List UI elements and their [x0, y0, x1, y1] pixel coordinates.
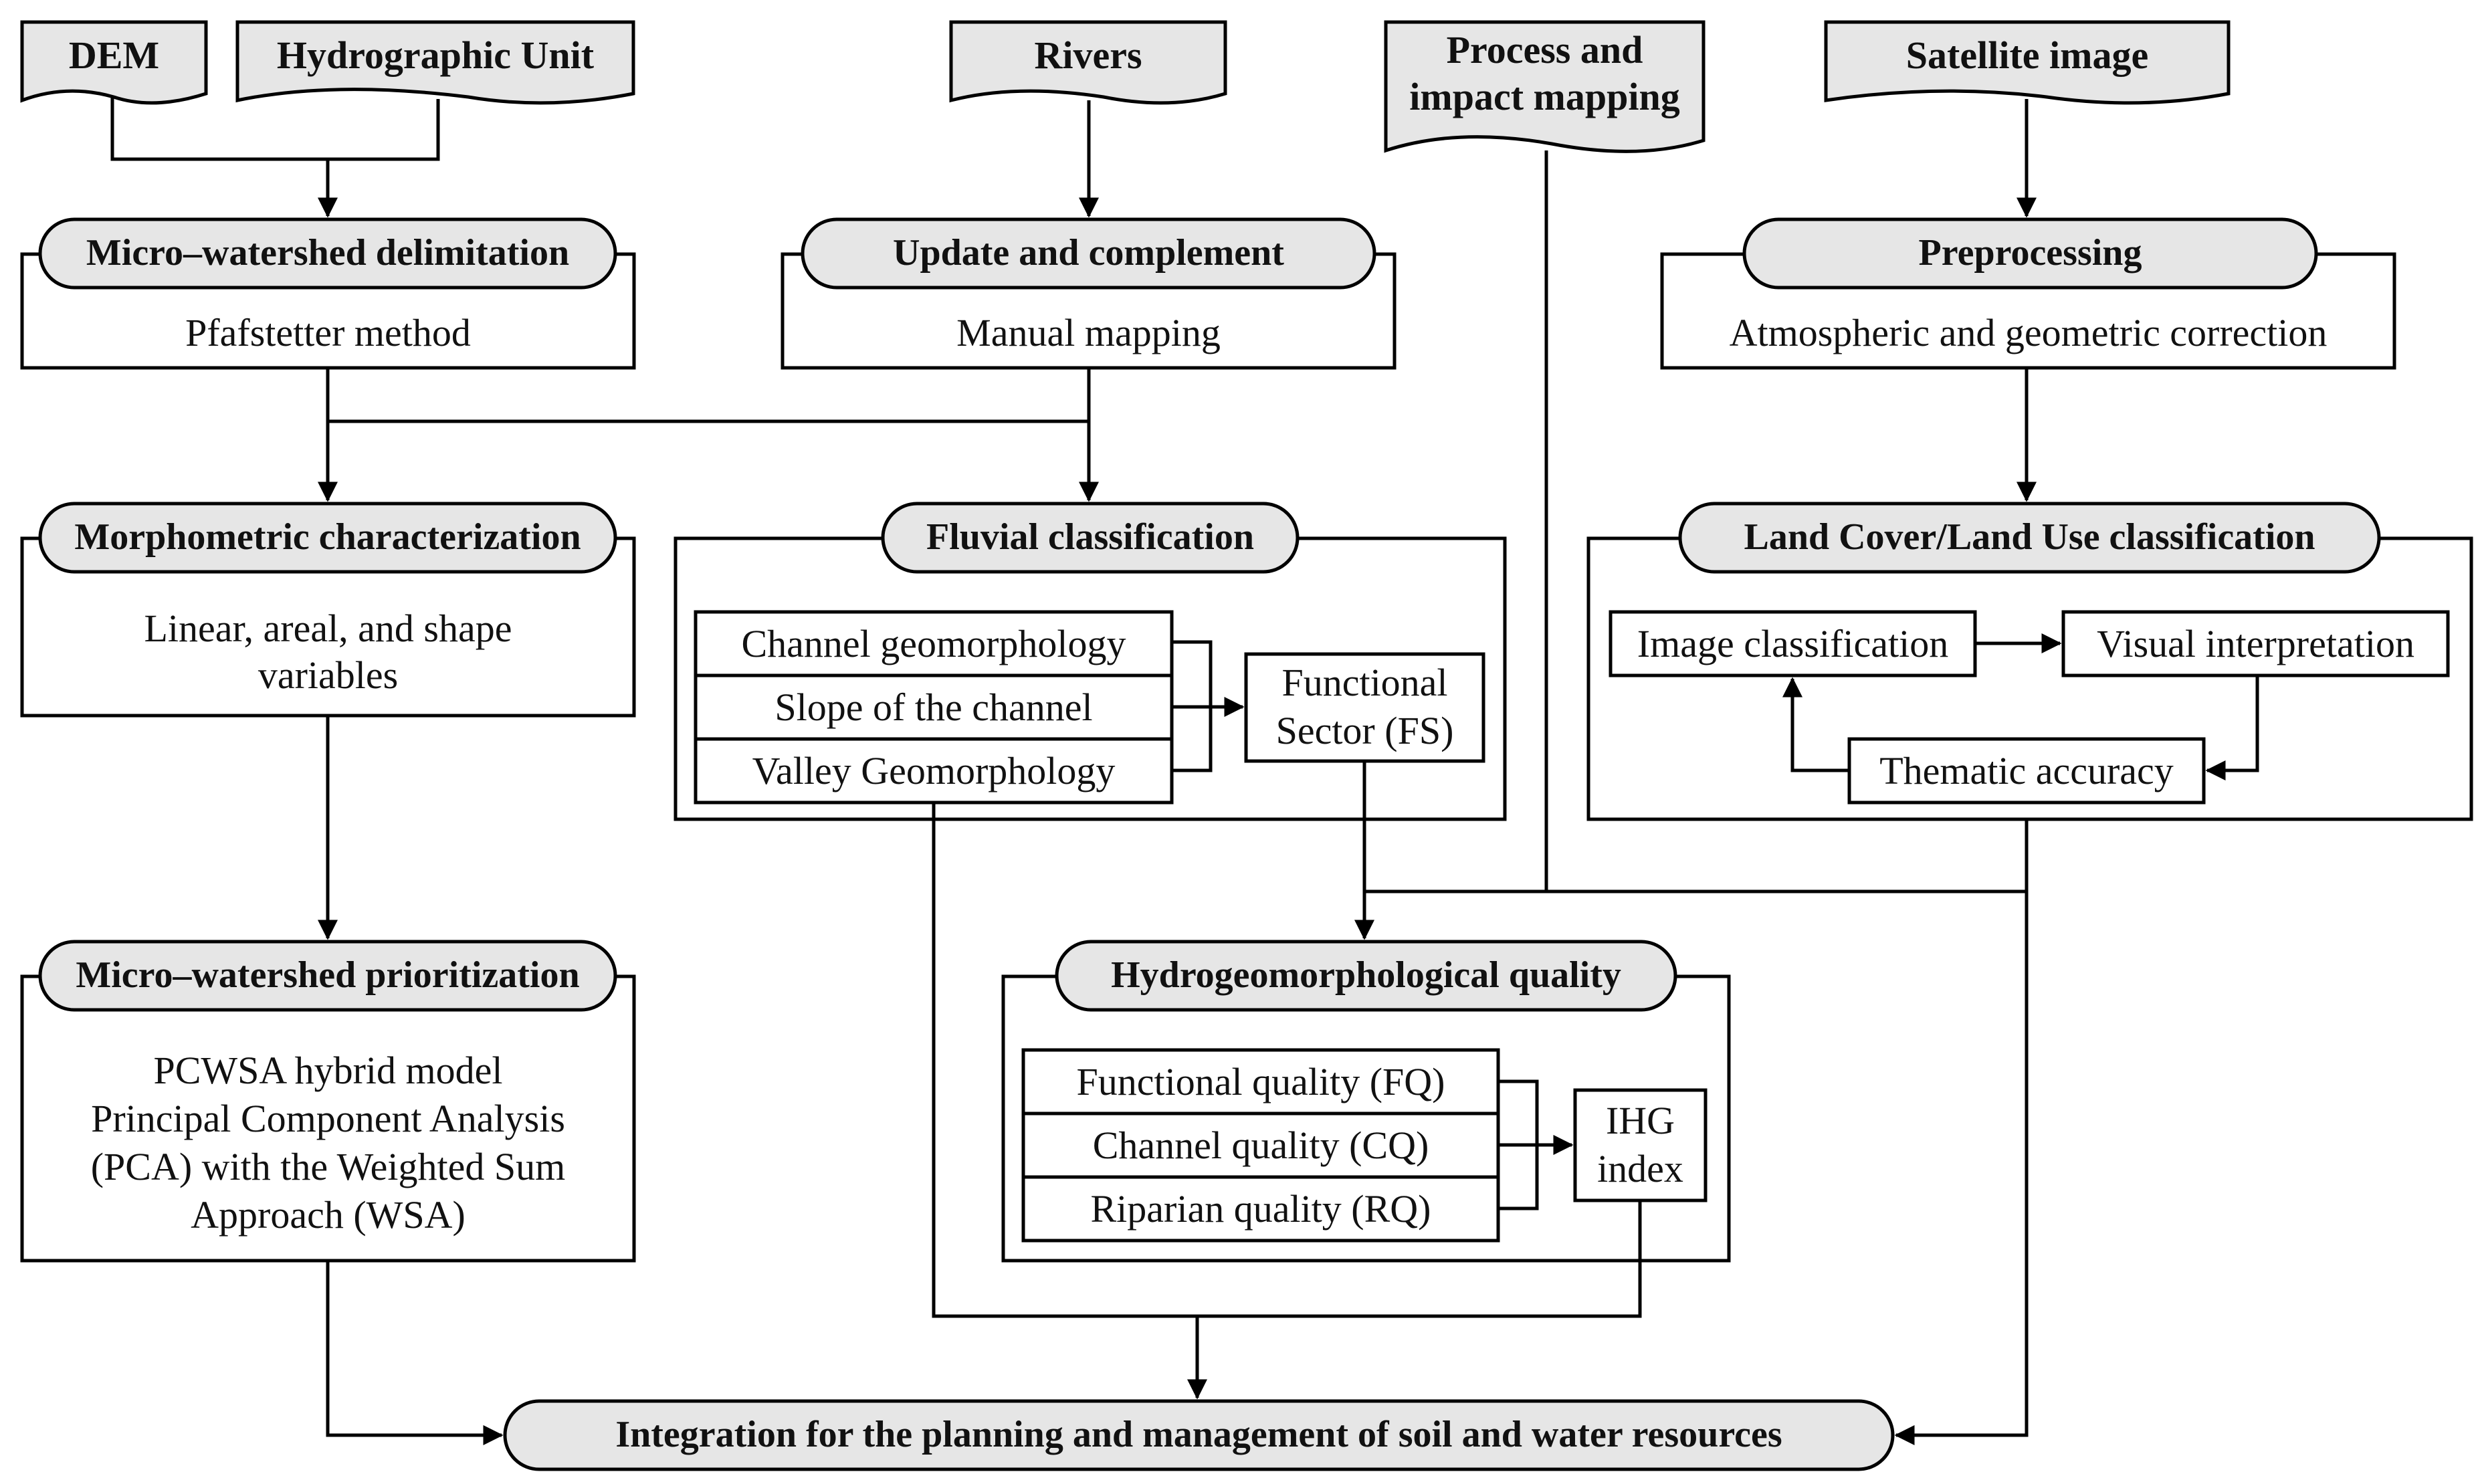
- morphometric-line-1: Linear, areal, and shape: [144, 607, 512, 651]
- update-title: Update and complement: [893, 232, 1284, 274]
- prioritization-line-3: (PCA) with the Weighted Sum: [90, 1145, 566, 1189]
- hydro-item-3: Riparian quality (RQ): [1090, 1186, 1431, 1231]
- prioritization-line-4: Approach (WSA): [191, 1193, 466, 1237]
- hydro-quality-pill: [1055, 940, 1677, 1012]
- morphometric-line-2: variables: [257, 653, 399, 698]
- input-satellite-label: Satellite image: [1905, 33, 2149, 77]
- input-process-label-2: impact mapping: [1409, 75, 1680, 119]
- morphometric-pill: [38, 502, 617, 574]
- functional-sector-box: [1244, 652, 1485, 763]
- arrow-thematic-to-image: [1782, 677, 1849, 772]
- input-hydrographic-unit-label: Hydrographic Unit: [276, 33, 595, 77]
- hydro-item-1: Functional quality (FQ): [1076, 1059, 1445, 1103]
- prioritization-line-2: Principal Component Analysis: [91, 1097, 565, 1141]
- morphometric-title: Morphometric characterization: [74, 516, 581, 558]
- connector-inputs-join: [110, 97, 440, 161]
- hydrographic-unit-doc-shape: [235, 20, 635, 105]
- input-dem-label: DEM: [68, 33, 160, 77]
- visual-interpretation-box: [2061, 610, 2450, 677]
- integration-title: Integration for the planning and managem…: [615, 1414, 1782, 1456]
- micro-delimitation-title: Micro–watershed delimitation: [86, 232, 570, 274]
- arrow-visual-to-thematic: [2205, 675, 2259, 780]
- integration-pill: [503, 1399, 1895, 1471]
- update-pill: [801, 217, 1376, 290]
- image-classification-label: Image classification: [1637, 621, 1949, 665]
- micro-delimitation-method: Pfafstetter method: [185, 310, 471, 354]
- process-doc-shape: [1384, 20, 1706, 153]
- thematic-accuracy-label: Thematic accuracy: [1879, 748, 2174, 792]
- preprocessing-pill: [1742, 217, 2318, 290]
- fluvial-item-box-2: [694, 673, 1174, 741]
- prioritization-box: [20, 974, 636, 1263]
- update-method: Manual mapping: [956, 310, 1221, 354]
- hydro-item-box-2: [1021, 1111, 1500, 1179]
- functional-sector-line-2: Sector (FS): [1275, 709, 1454, 753]
- input-process-label-1: Process and: [1446, 28, 1643, 72]
- hydro-item-2: Channel quality (CQ): [1092, 1123, 1429, 1167]
- functional-sector-line-1: Functional: [1281, 661, 1448, 705]
- preprocessing-title: Preprocessing: [1918, 232, 2142, 274]
- fluvial-title: Fluvial classification: [926, 516, 1254, 558]
- connector-delim-update-join: [326, 368, 1091, 423]
- arrow-landcover-integration: [1894, 891, 2029, 1445]
- connector-valley-ihg: [932, 803, 1642, 1318]
- fluvial-item-3: Valley Geomorphology: [752, 748, 1116, 792]
- fluvial-item-2: Slope of the channel: [775, 685, 1093, 729]
- hydro-quality-title: Hydrogeomorphological quality: [1111, 954, 1621, 996]
- landcover-pill: [1678, 502, 2381, 574]
- prioritization-line-1: PCWSA hybrid model: [153, 1049, 503, 1093]
- arrow-prioritization-integration: [326, 1261, 504, 1445]
- visual-interpretation-label: Visual interpretation: [2097, 621, 2414, 665]
- ihg-index-line-2: index: [1597, 1147, 1683, 1191]
- landcover-title: Land Cover/Land Use classification: [1744, 516, 2315, 558]
- preprocessing-method: Atmospheric and geometric correction: [1729, 310, 2328, 354]
- input-rivers-label: Rivers: [1034, 33, 1142, 77]
- fluvial-item-1: Channel geomorphology: [741, 621, 1126, 665]
- hydro-item-box-1: [1021, 1048, 1500, 1116]
- prioritization-pill: [38, 940, 617, 1012]
- micro-delimitation-pill: [38, 217, 617, 290]
- fluvial-pill: [881, 502, 1300, 574]
- prioritization-title: Micro–watershed prioritization: [76, 954, 580, 996]
- satellite-doc-shape: [1824, 20, 2231, 105]
- rivers-doc-shape: [949, 20, 1227, 105]
- ihg-index-line-1: IHG: [1605, 1099, 1675, 1143]
